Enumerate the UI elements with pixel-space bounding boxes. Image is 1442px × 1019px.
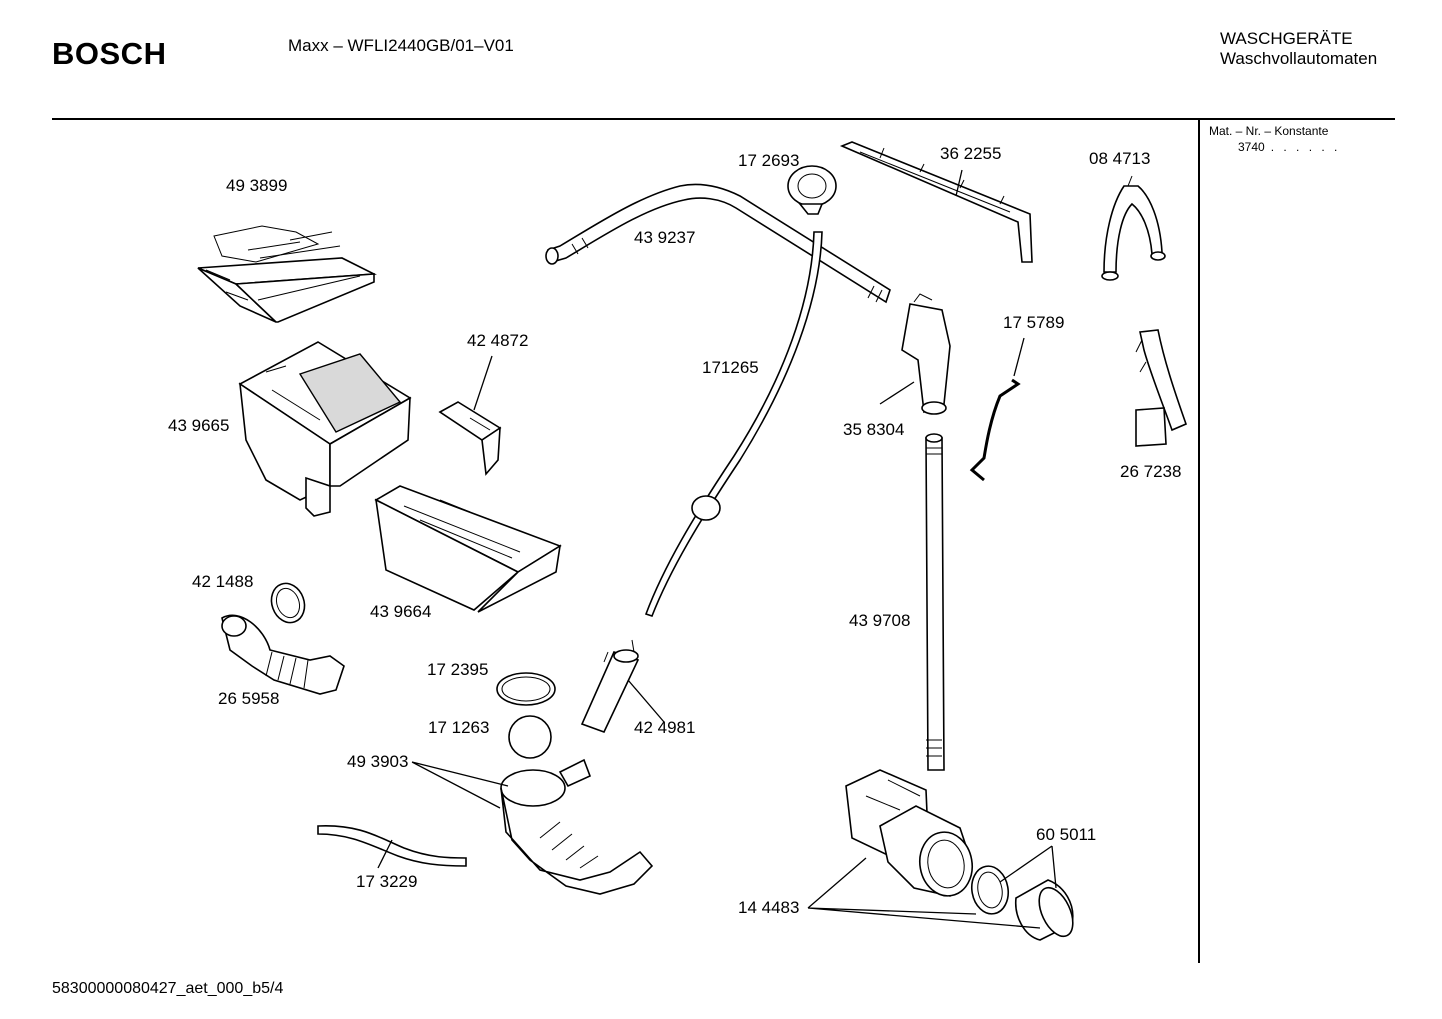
- part-label-267238: 26 7238: [1120, 462, 1182, 481]
- part-label-424981: 42 4981: [634, 718, 696, 737]
- bellows-hose-part[interactable]: [221, 614, 345, 695]
- part-label-439708: 43 9708: [849, 611, 911, 630]
- model-title: Maxx – WFLI2440GB/01–V01: [288, 36, 514, 55]
- drain-pump-part[interactable]: [845, 769, 977, 900]
- siphon-insert-part[interactable]: [438, 401, 502, 476]
- part-label-265958: 26 5958: [218, 689, 280, 708]
- brand-logo: BOSCH: [52, 36, 167, 71]
- material-number: 3740: [1238, 140, 1265, 154]
- part-label-439664: 43 9664: [370, 602, 432, 621]
- rod-part[interactable]: [969, 378, 1021, 482]
- part-label-084713: 08 4713: [1089, 149, 1151, 168]
- part-label-421488: 42 1488: [192, 572, 254, 591]
- y-connector-part[interactable]: [1101, 175, 1166, 281]
- leader-line: [377, 839, 393, 869]
- part-label-171263: 17 1263: [428, 718, 490, 737]
- header-divider: [52, 118, 1395, 120]
- part-label-172395: 17 2395: [427, 660, 489, 679]
- part-label-173229: 17 3229: [356, 872, 418, 891]
- dispenser-drawer-part[interactable]: [374, 485, 562, 613]
- part-label-358304: 35 8304: [843, 420, 905, 439]
- part-label-439237: 43 9237: [634, 228, 696, 247]
- part-label-493899: 49 3899: [226, 176, 288, 195]
- o-ring-part[interactable]: [496, 672, 556, 706]
- material-number-dots: . . . . . .: [1270, 140, 1341, 154]
- part-label-493903: 49 3903: [347, 752, 409, 771]
- pump-seal-ring-inner: [977, 871, 1003, 909]
- sump-bellows-part[interactable]: [500, 758, 654, 895]
- leader-line: [627, 679, 665, 723]
- material-number-label: Mat. – Nr. – Konstante: [1209, 124, 1329, 138]
- mounting-bracket-part[interactable]: [1135, 329, 1188, 447]
- inlet-hose-part[interactable]: [545, 183, 891, 304]
- part-label-144483: 14 4483: [738, 898, 800, 917]
- document-id: 58300000080427_aet_000_b5/4: [52, 980, 284, 997]
- pump-seal-ring-part[interactable]: [968, 863, 1012, 917]
- part-label-362255: 36 2255: [940, 144, 1002, 163]
- leader-line: [1013, 337, 1025, 377]
- part-label-175789: 17 5789: [1003, 313, 1065, 332]
- leader-line: [473, 355, 493, 411]
- hose-fitting-part[interactable]: [901, 293, 951, 415]
- pump-filter-part[interactable]: [1015, 879, 1080, 941]
- pressure-tube-part[interactable]: [644, 231, 823, 617]
- side-panel-divider: [1198, 120, 1200, 963]
- ball-valve-part[interactable]: [508, 715, 552, 759]
- drain-hose-part[interactable]: [925, 433, 945, 771]
- part-label-605011: 60 5011: [1036, 825, 1097, 844]
- seal-ring-part[interactable]: [266, 579, 310, 628]
- cable-bracket-part[interactable]: [839, 141, 1033, 263]
- o-ring-inner: [501, 676, 551, 702]
- seal-ring-inner: [275, 587, 301, 619]
- leader-line: [999, 845, 1057, 889]
- leader-line: [807, 857, 1041, 929]
- leader-line: [955, 169, 963, 197]
- part-label-172693: 17 2693: [738, 151, 800, 170]
- category-title: WASCHGERÄTE: [1220, 29, 1353, 48]
- dispenser-cover-part[interactable]: [197, 225, 377, 323]
- dispenser-housing-part[interactable]: [238, 341, 412, 517]
- part-label-424872: 42 4872: [467, 331, 529, 350]
- part-label-439665: 43 9665: [168, 416, 230, 435]
- category-subtitle: Waschvollautomaten: [1220, 49, 1378, 68]
- part-label-171265: 171265: [702, 358, 759, 377]
- material-number-value: 3740 . . . . . .: [1238, 140, 1340, 154]
- leader-line: [879, 381, 915, 405]
- leader-line: [411, 761, 509, 809]
- pressure-switch-part[interactable]: [787, 165, 837, 215]
- small-hose-part[interactable]: [317, 825, 467, 867]
- sensor-part[interactable]: [580, 639, 640, 734]
